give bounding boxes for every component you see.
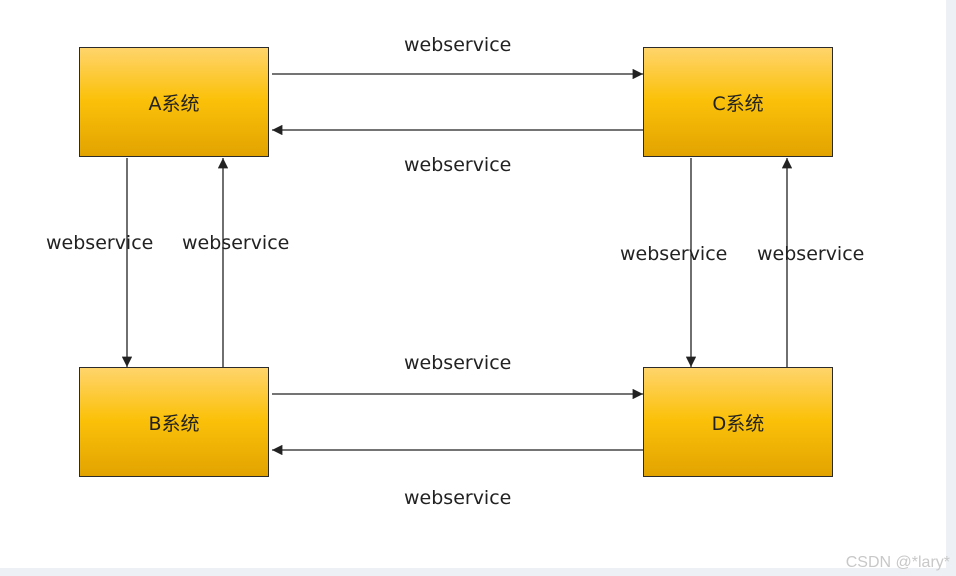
node-a-label: A系统 [148,92,200,115]
edge-c-to-a-label: webservice [404,154,512,176]
node-d: D系统 [643,367,833,477]
edge-a-to-c-label: webservice [404,34,512,56]
edge-c-to-d-label: webservice [620,243,728,265]
edge-a-to-b-label: webservice [46,232,154,254]
node-c-label: C系统 [712,92,764,115]
edge-b-to-d-label: webservice [404,352,512,374]
node-b-label: B系统 [148,412,200,435]
edge-d-to-b-label: webservice [404,487,512,509]
edges-layer [121,68,793,456]
watermark: CSDN @*lary* [845,554,950,571]
edge-b-to-a-label: webservice [182,232,290,254]
node-c: C系统 [643,47,833,157]
edge-d-to-c-label: webservice [757,243,865,265]
node-d-label: D系统 [711,412,765,435]
node-a: A系统 [79,47,269,157]
node-b: B系统 [79,367,269,477]
diagram-canvas: A系统 C系统 B系统 D系统 webservice webservice we… [0,0,946,568]
